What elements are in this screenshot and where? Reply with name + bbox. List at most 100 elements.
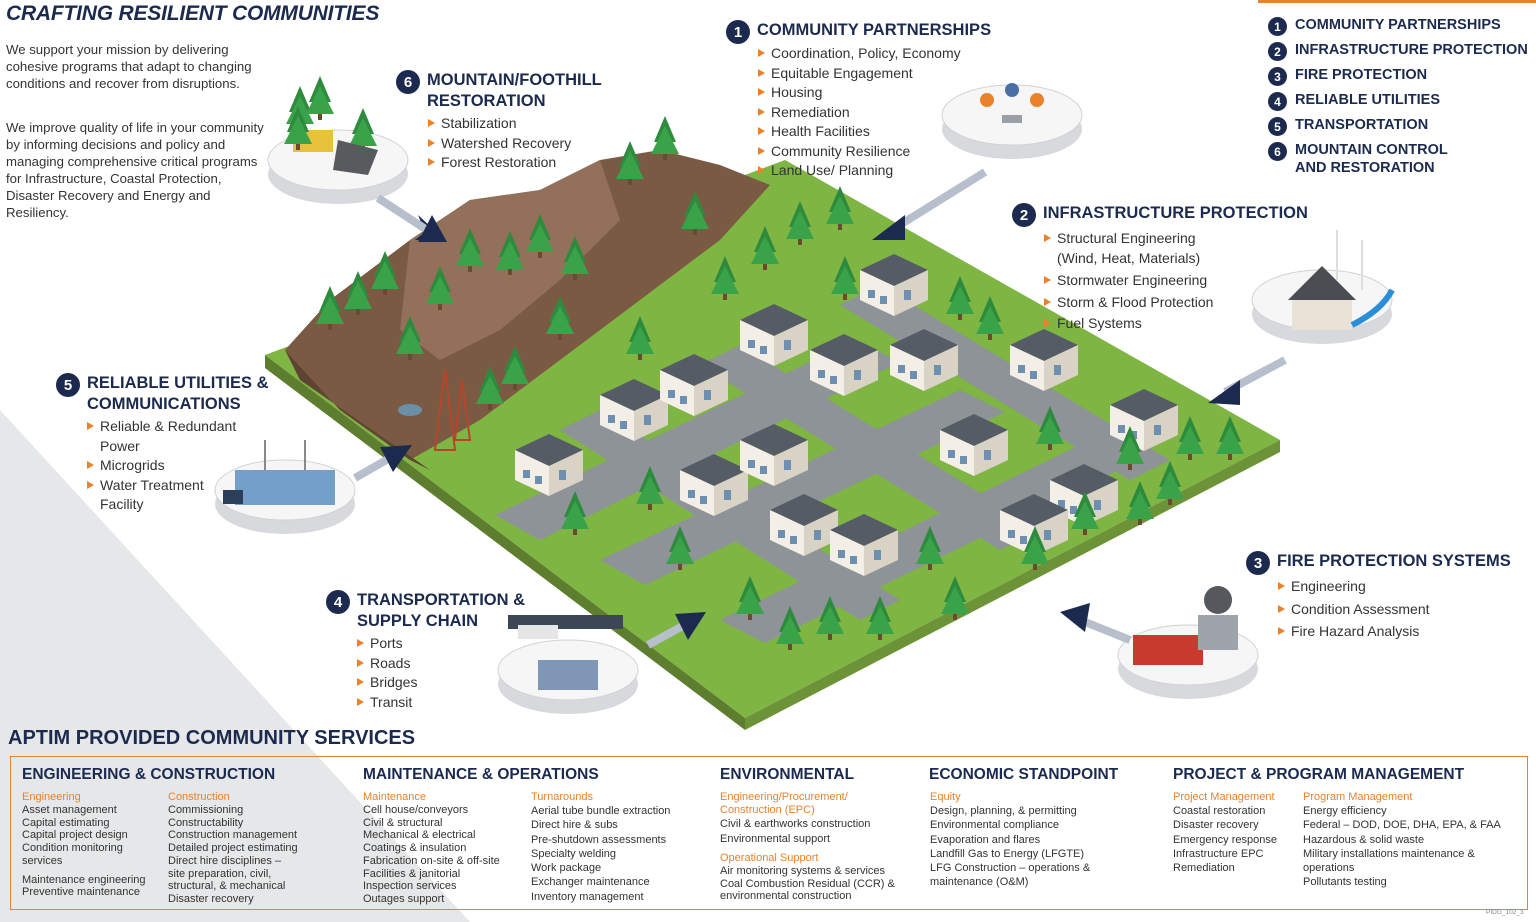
section-title: INFRASTRUCTURE PROTECTION <box>1043 204 1308 222</box>
legend-label: TRANSPORTATION <box>1295 117 1429 133</box>
number-badge: 4 <box>1268 92 1287 111</box>
services-group: Program Management Energy efficiency Fed… <box>1303 791 1518 890</box>
number-badge: 1 <box>726 20 750 44</box>
services-item: Remediation <box>1173 862 1235 875</box>
number-badge: 3 <box>1268 67 1287 86</box>
services-item: Civil & earthworks construction <box>720 818 871 830</box>
number-badge: 2 <box>1268 42 1287 61</box>
services-item: Design, planning, & permitting <box>930 805 1077 817</box>
bullet-item: Fire Hazard Analysis <box>1278 622 1531 642</box>
services-item: Capital estimating <box>22 816 110 829</box>
services-column-heading: ENGINEERING & CONSTRUCTION <box>22 766 276 783</box>
services-group-heading: Maintenance <box>363 791 426 803</box>
bullet-item: Condition Assessment <box>1278 600 1531 620</box>
services-item: Environmental compliance <box>930 819 1060 832</box>
document-code: PIDG_102_3 <box>1486 909 1524 916</box>
services-item: Air monitoring systems & services <box>720 865 886 877</box>
services-column-heading: MAINTENANCE & OPERATIONS <box>363 766 599 783</box>
intro-paragraph-1: We support your mission by delivering co… <box>6 42 252 91</box>
legend-item: 4 RELIABLE UTILITIES <box>1268 92 1536 111</box>
services-item: Asset management <box>22 804 117 816</box>
services-item: Construction management <box>168 829 298 842</box>
bullet-item: Microgrids <box>87 456 247 476</box>
services-group-heading: Engineering/Procurement/ Construction (E… <box>720 791 848 816</box>
services-group-heading: Operational Support <box>720 852 819 864</box>
services-item: Condition monitoring services <box>22 842 123 867</box>
services-item: Disaster recovery <box>1173 819 1259 832</box>
services-item: Work package <box>531 862 602 875</box>
services-group: Engineering/Procurement/ Construction (E… <box>720 791 915 903</box>
services-item: Commissioning <box>168 804 244 816</box>
bullet-item: Stormwater Engineering <box>1044 271 1229 291</box>
bullet-item: Health Facilities <box>758 122 1026 142</box>
page-title: CRAFTING RESILIENT COMMUNITIES <box>6 2 380 25</box>
services-item: Inspection services <box>363 880 457 893</box>
services-item: Maintenance engineering <box>22 873 146 886</box>
number-badge: 5 <box>1268 117 1287 136</box>
bullet-item: Engineering <box>1278 577 1531 597</box>
bullet-item: Coordination, Policy, Economy <box>758 44 1026 64</box>
services-item: Facilities & janitorial <box>363 867 461 880</box>
legend-label: COMMUNITY PARTNERSHIPS <box>1295 17 1501 33</box>
services-group-heading: Equity <box>930 791 961 803</box>
services-group-heading: Project Management <box>1173 791 1275 803</box>
bullet-item: Storm & Flood Protection <box>1044 293 1229 313</box>
bullet-item: Stabilization <box>428 114 636 134</box>
section-transportation: 4 TRANSPORTATION & SUPPLY CHAIN Ports Ro… <box>326 590 556 712</box>
section-title: TRANSPORTATION & SUPPLY CHAIN <box>357 591 526 630</box>
legend-item: 5 TRANSPORTATION <box>1268 117 1536 136</box>
bullet-item: Equitable Engagement <box>758 64 1026 84</box>
services-column-heading: PROJECT & PROGRAM MANAGEMENT <box>1173 766 1465 783</box>
legend-item: 6 MOUNTAIN CONTROL AND RESTORATION <box>1268 142 1536 177</box>
number-badge: 5 <box>56 373 80 397</box>
legend-label: RELIABLE UTILITIES <box>1295 92 1440 108</box>
bullet-item: Water Treatment Facility <box>87 476 247 515</box>
legend-item: 2 INFRASTRUCTURE PROTECTION <box>1268 42 1536 61</box>
legend-item: 1 COMMUNITY PARTNERSHIPS <box>1268 17 1536 36</box>
number-badge: 1 <box>1268 17 1287 36</box>
services-item: Coal Combustion Residual (CCR) & environ… <box>720 877 895 903</box>
services-item: Preventive maintenance <box>22 886 141 899</box>
services-item: Evaporation and flares <box>930 833 1041 846</box>
section-fire-protection: 3 FIRE PROTECTION SYSTEMS Engineering Co… <box>1246 551 1531 642</box>
bullet-item: Bridges <box>357 673 556 693</box>
number-badge: 4 <box>326 590 350 614</box>
section-title: MOUNTAIN/FOOTHILL RESTORATION <box>427 71 602 110</box>
section-title: RELIABLE UTILITIES & COMMUNICATIONS <box>87 374 269 413</box>
services-column-heading: ECONOMIC STANDPOINT <box>929 766 1119 783</box>
legend-label: MOUNTAIN CONTROL AND RESTORATION <box>1295 142 1448 176</box>
bullet-item: Reliable & Redundant Power <box>87 417 247 456</box>
services-item: Pollutants testing <box>1303 876 1387 889</box>
services-item: Constructability <box>168 816 244 829</box>
services-item: Infrastructure EPC <box>1173 847 1264 860</box>
services-item: Landfill Gas to Energy (LFGTE) <box>930 847 1085 860</box>
bullet-item: Watershed Recovery <box>428 134 636 154</box>
services-item: Coatings & insulation <box>363 842 467 855</box>
number-badge: 6 <box>396 70 420 94</box>
section-infrastructure-protection: 2 INFRASTRUCTURE PROTECTION Structural E… <box>1012 203 1332 334</box>
services-group: Construction Commissioning Constructabil… <box>168 791 318 906</box>
services-box <box>10 756 1528 910</box>
number-badge: 3 <box>1246 551 1270 575</box>
services-item: Civil & structural <box>363 816 443 829</box>
services-group: Project Management Coastal restoration D… <box>1173 791 1298 875</box>
services-group: Engineering Asset management Capital est… <box>22 791 162 899</box>
services-item: Fabrication on-site & off-site <box>363 854 500 867</box>
services-item: Military installations maintenance & ope… <box>1303 847 1475 875</box>
services-group-heading: Program Management <box>1303 791 1413 803</box>
number-badge: 6 <box>1268 142 1287 161</box>
services-title: APTIM PROVIDED COMMUNITY SERVICES <box>8 727 416 749</box>
section-mountain-restoration: 6 MOUNTAIN/FOOTHILL RESTORATION Stabiliz… <box>396 70 636 173</box>
bullet-item: Housing <box>758 83 1026 103</box>
services-column-heading: ENVIRONMENTAL <box>720 766 855 783</box>
services-item: Detailed project estimating <box>168 842 298 855</box>
legend-label: INFRASTRUCTURE PROTECTION <box>1295 42 1528 58</box>
services-group-heading: Engineering <box>22 791 81 803</box>
intro-paragraph-2: We improve quality of life in your commu… <box>6 120 264 220</box>
section-title: COMMUNITY PARTNERSHIPS <box>757 21 992 39</box>
services-item: Specialty welding <box>531 847 616 860</box>
services-group-heading: Construction <box>168 791 230 803</box>
section-title: FIRE PROTECTION SYSTEMS <box>1277 552 1511 570</box>
